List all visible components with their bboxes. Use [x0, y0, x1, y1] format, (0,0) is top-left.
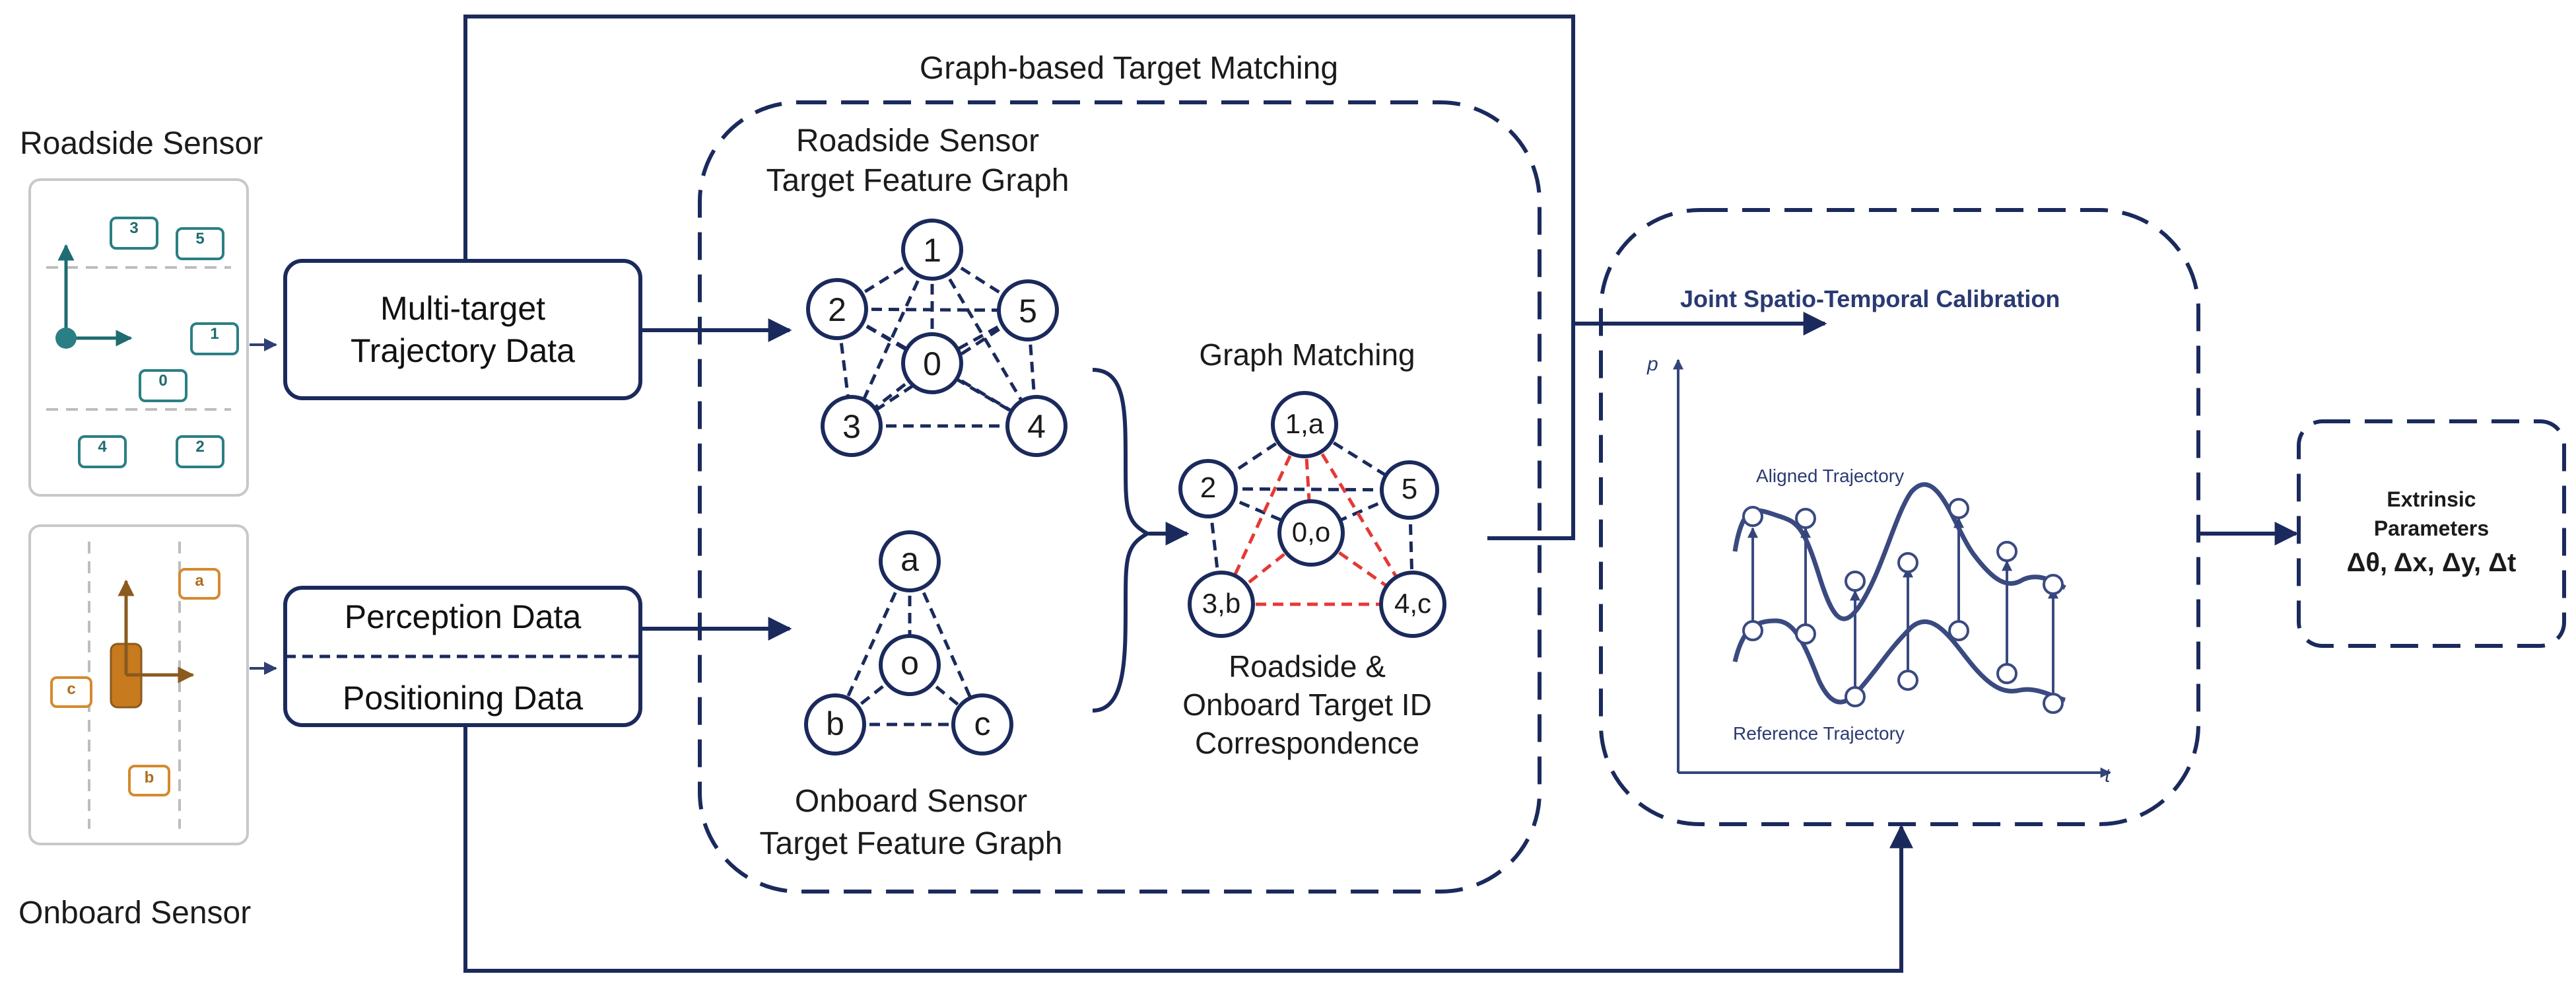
correspondence-line2: Onboard Target ID	[1182, 687, 1432, 722]
calibration-container	[1599, 208, 2200, 826]
roadside-node-0-label: 0	[923, 345, 941, 382]
positioning-data-label: Positioning Data	[342, 680, 584, 717]
multi-target-line1: Multi-target	[380, 290, 546, 327]
onboard-graph-title-2: Target Feature Graph	[759, 826, 1063, 861]
y-axis-label: p	[1647, 353, 1658, 375]
match-node-0o	[1277, 499, 1345, 567]
roadside-target-4	[78, 435, 127, 468]
aligned-trajectory-label: Aligned Trajectory	[1756, 466, 1905, 486]
roadside-node-1	[901, 219, 963, 281]
roadside-node-2	[806, 278, 868, 340]
match-node-5-label: 5	[1401, 473, 1418, 505]
output-container	[2297, 419, 2566, 648]
onboard-sensor-panel	[28, 524, 249, 845]
multi-target-line2: Trajectory Data	[351, 332, 575, 369]
reference-trajectory-curve	[1732, 618, 2066, 705]
roadside-node-0	[901, 332, 963, 394]
onboard-node-o	[879, 634, 941, 696]
correspondence-line1: Roadside &	[1229, 649, 1386, 684]
match-node-2	[1178, 459, 1238, 518]
graph-matching-container	[698, 100, 1542, 894]
match-node-3b	[1188, 571, 1255, 638]
roadside-node-1-label: 1	[923, 232, 941, 269]
graph-matching-title: Graph-based Target Matching	[919, 51, 1339, 86]
roadside-target-2	[176, 435, 224, 468]
roadside-node-3-label: 3	[842, 408, 861, 445]
roadside-target-1	[190, 322, 239, 355]
roadside-node-2-label: 2	[828, 291, 846, 328]
onboard-node-o-label: o	[900, 645, 919, 682]
aligned-trajectory-curve	[1732, 482, 2066, 621]
match-node-1a-label: 1,a	[1285, 408, 1324, 439]
roadside-graph-title-2: Target Feature Graph	[766, 163, 1069, 198]
onboard-target-a-label: a	[195, 572, 204, 590]
roadside-target-2-label: 2	[195, 438, 205, 456]
onboard-graph-title-1: Onboard Sensor	[794, 784, 1028, 819]
onboard-target-a	[178, 568, 220, 600]
calibration-title: Joint Spatio-Temporal Calibration	[1680, 285, 2060, 312]
output-line1: Extrinsic	[2387, 487, 2476, 511]
match-node-1a	[1271, 391, 1338, 458]
multi-target-box	[283, 259, 642, 400]
roadside-target-0	[139, 369, 187, 402]
roadside-graph-title-1: Roadside Sensor	[796, 123, 1040, 158]
match-node-3b-label: 3,b	[1202, 588, 1241, 619]
onboard-target-c-label: c	[67, 680, 76, 698]
onboard-node-c-label: c	[974, 705, 991, 742]
onboard-node-a	[879, 530, 941, 592]
onboard-target-c	[50, 676, 92, 708]
roadside-node-3	[821, 395, 883, 457]
roadside-target-3-label: 3	[129, 219, 139, 237]
output-line2: Parameters	[2373, 516, 2490, 540]
match-node-4c-label: 4,c	[1394, 588, 1432, 619]
roadside-target-5	[176, 227, 224, 260]
calibration-plot	[1673, 359, 2111, 778]
correspondence-line3: Correspondence	[1194, 726, 1420, 760]
onboard-node-c	[951, 693, 1013, 756]
match-node-4c	[1379, 571, 1446, 638]
match-node-0o-label: 0,o	[1291, 516, 1331, 547]
roadside-target-0-label: 0	[158, 372, 168, 390]
match-node-2-label: 2	[1200, 472, 1217, 504]
perception-data-label: Perception Data	[344, 598, 582, 635]
graph-matching-label: Graph Matching	[1199, 337, 1415, 372]
onboard-node-a-label: a	[900, 541, 919, 578]
roadside-target-4-label: 4	[98, 438, 107, 456]
output-params: Δθ, Δx, Δy, Δt	[2346, 548, 2517, 577]
roadside-node-5-label: 5	[1019, 293, 1037, 330]
roadside-target-1-label: 1	[210, 325, 219, 343]
x-axis-label: t	[2105, 765, 2111, 787]
reference-trajectory-label: Reference Trajectory	[1733, 723, 1905, 744]
roadside-target-3	[110, 217, 158, 250]
onboard-node-b	[804, 693, 866, 756]
roadside-node-5	[997, 279, 1059, 341]
onboard-node-b-label: b	[826, 705, 844, 742]
onboard-target-b-label: b	[144, 769, 154, 787]
match-node-5	[1380, 460, 1439, 520]
roadside-target-5-label: 5	[195, 230, 205, 248]
roadside-sensor-title: Roadside Sensor	[20, 126, 263, 161]
onboard-sensor-title: Onboard Sensor	[18, 896, 252, 931]
roadside-sensor-panel	[28, 178, 249, 497]
roadside-node-4	[1005, 395, 1068, 457]
onboard-target-b	[128, 765, 170, 796]
roadside-node-4-label: 4	[1027, 408, 1046, 445]
